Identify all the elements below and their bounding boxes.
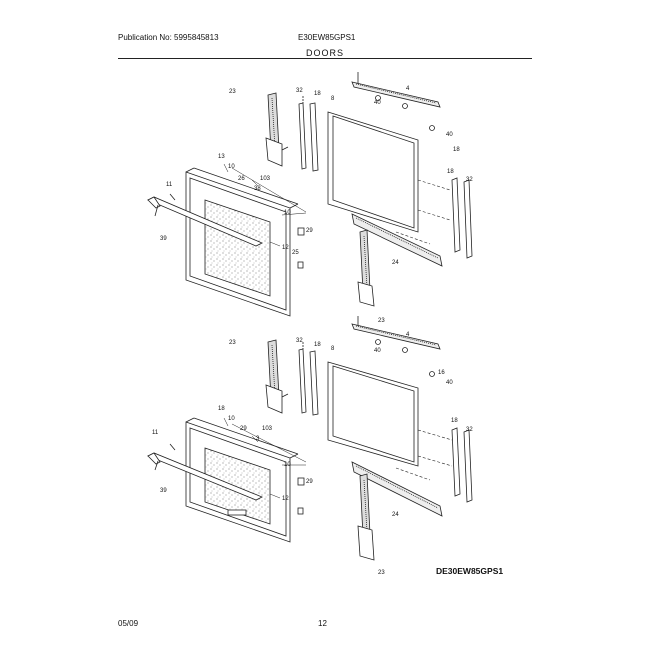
header-rule [118, 58, 532, 59]
model-number: E30EW85GPS1 [298, 33, 356, 42]
upper-outer-door [185, 167, 299, 317]
upper-door-handle [147, 193, 263, 247]
upper-hinge-bottom [357, 229, 375, 307]
upper-hinge-left [265, 92, 289, 167]
callout: 10 [284, 462, 291, 468]
callout: 103 [262, 426, 273, 432]
footer-date: 05/09 [118, 619, 139, 628]
callout: 29 [240, 426, 247, 432]
lower-bottom-trim [351, 461, 443, 517]
callout: 18 [447, 169, 454, 175]
upper-side-channels [298, 96, 319, 172]
callout: 23 [378, 318, 385, 324]
callout: 29 [306, 479, 313, 485]
callout: 39 [160, 488, 167, 494]
upper-inner-glass [327, 111, 419, 233]
callout: 11 [166, 182, 173, 188]
callout: 103 [260, 176, 271, 182]
callout: 18 [218, 406, 225, 412]
callout: 26 [238, 176, 245, 182]
lower-outer-door [185, 417, 299, 543]
callout: 23 [229, 89, 236, 95]
callout: 4 [406, 86, 410, 92]
upper-door-assembly [147, 72, 473, 317]
lower-door-handle [147, 443, 263, 501]
callout: 32 [466, 177, 473, 183]
lower-side-channels [298, 342, 319, 416]
callout: 40 [374, 348, 381, 354]
callout: 18 [314, 91, 321, 97]
callout: 40 [374, 100, 381, 106]
callout: 4 [406, 332, 410, 338]
upper-bottom-trim [351, 213, 443, 267]
upper-right-channels [451, 177, 473, 259]
upper-callouts: 23 32 18 4 40 8 40 18 13 10 103 26 38 11… [160, 86, 473, 324]
callout: 10 [228, 164, 235, 170]
callout: 25 [292, 250, 299, 256]
lower-inner-glass [327, 361, 419, 467]
callout: 13 [218, 154, 225, 160]
callout: 29 [306, 228, 313, 234]
callout: 24 [392, 512, 399, 518]
callout: 32 [296, 88, 303, 94]
callout: 10 [284, 210, 291, 216]
lower-top-trim [351, 316, 441, 377]
callout: 23 [378, 570, 385, 576]
callout: 18 [451, 418, 458, 424]
callout: 18 [314, 342, 321, 348]
callout: 12 [282, 496, 289, 502]
callout: 12 [282, 245, 289, 251]
callout: 40 [446, 380, 453, 386]
callout: 16 [438, 370, 445, 376]
callout: 11 [152, 430, 159, 436]
callout: 8 [331, 346, 335, 352]
diagram-code: DE30EW85GPS1 [436, 566, 504, 576]
callout: 39 [160, 236, 167, 242]
callout: 32 [466, 427, 473, 433]
callout: 24 [392, 260, 399, 266]
publication-number: Publication No: 5995845813 [118, 33, 219, 42]
callout: 38 [254, 186, 261, 192]
lower-right-channels [451, 427, 473, 503]
callout: 40 [446, 132, 453, 138]
lower-hinge-left [265, 339, 289, 414]
callout: 8 [331, 96, 335, 102]
callout: 18 [453, 147, 460, 153]
lower-callouts: 23 32 18 4 40 8 40 16 18 10 103 29 3 11 … [152, 332, 473, 576]
callout: 23 [229, 340, 236, 346]
callout: 32 [296, 338, 303, 344]
lower-door-assembly [147, 316, 473, 561]
section-title: DOORS [305, 48, 344, 58]
callout: 3 [256, 436, 260, 442]
callout: 10 [228, 416, 235, 422]
upper-top-trim [351, 72, 441, 131]
page-number: 12 [318, 619, 327, 628]
lower-hinge-bottom [357, 473, 375, 561]
